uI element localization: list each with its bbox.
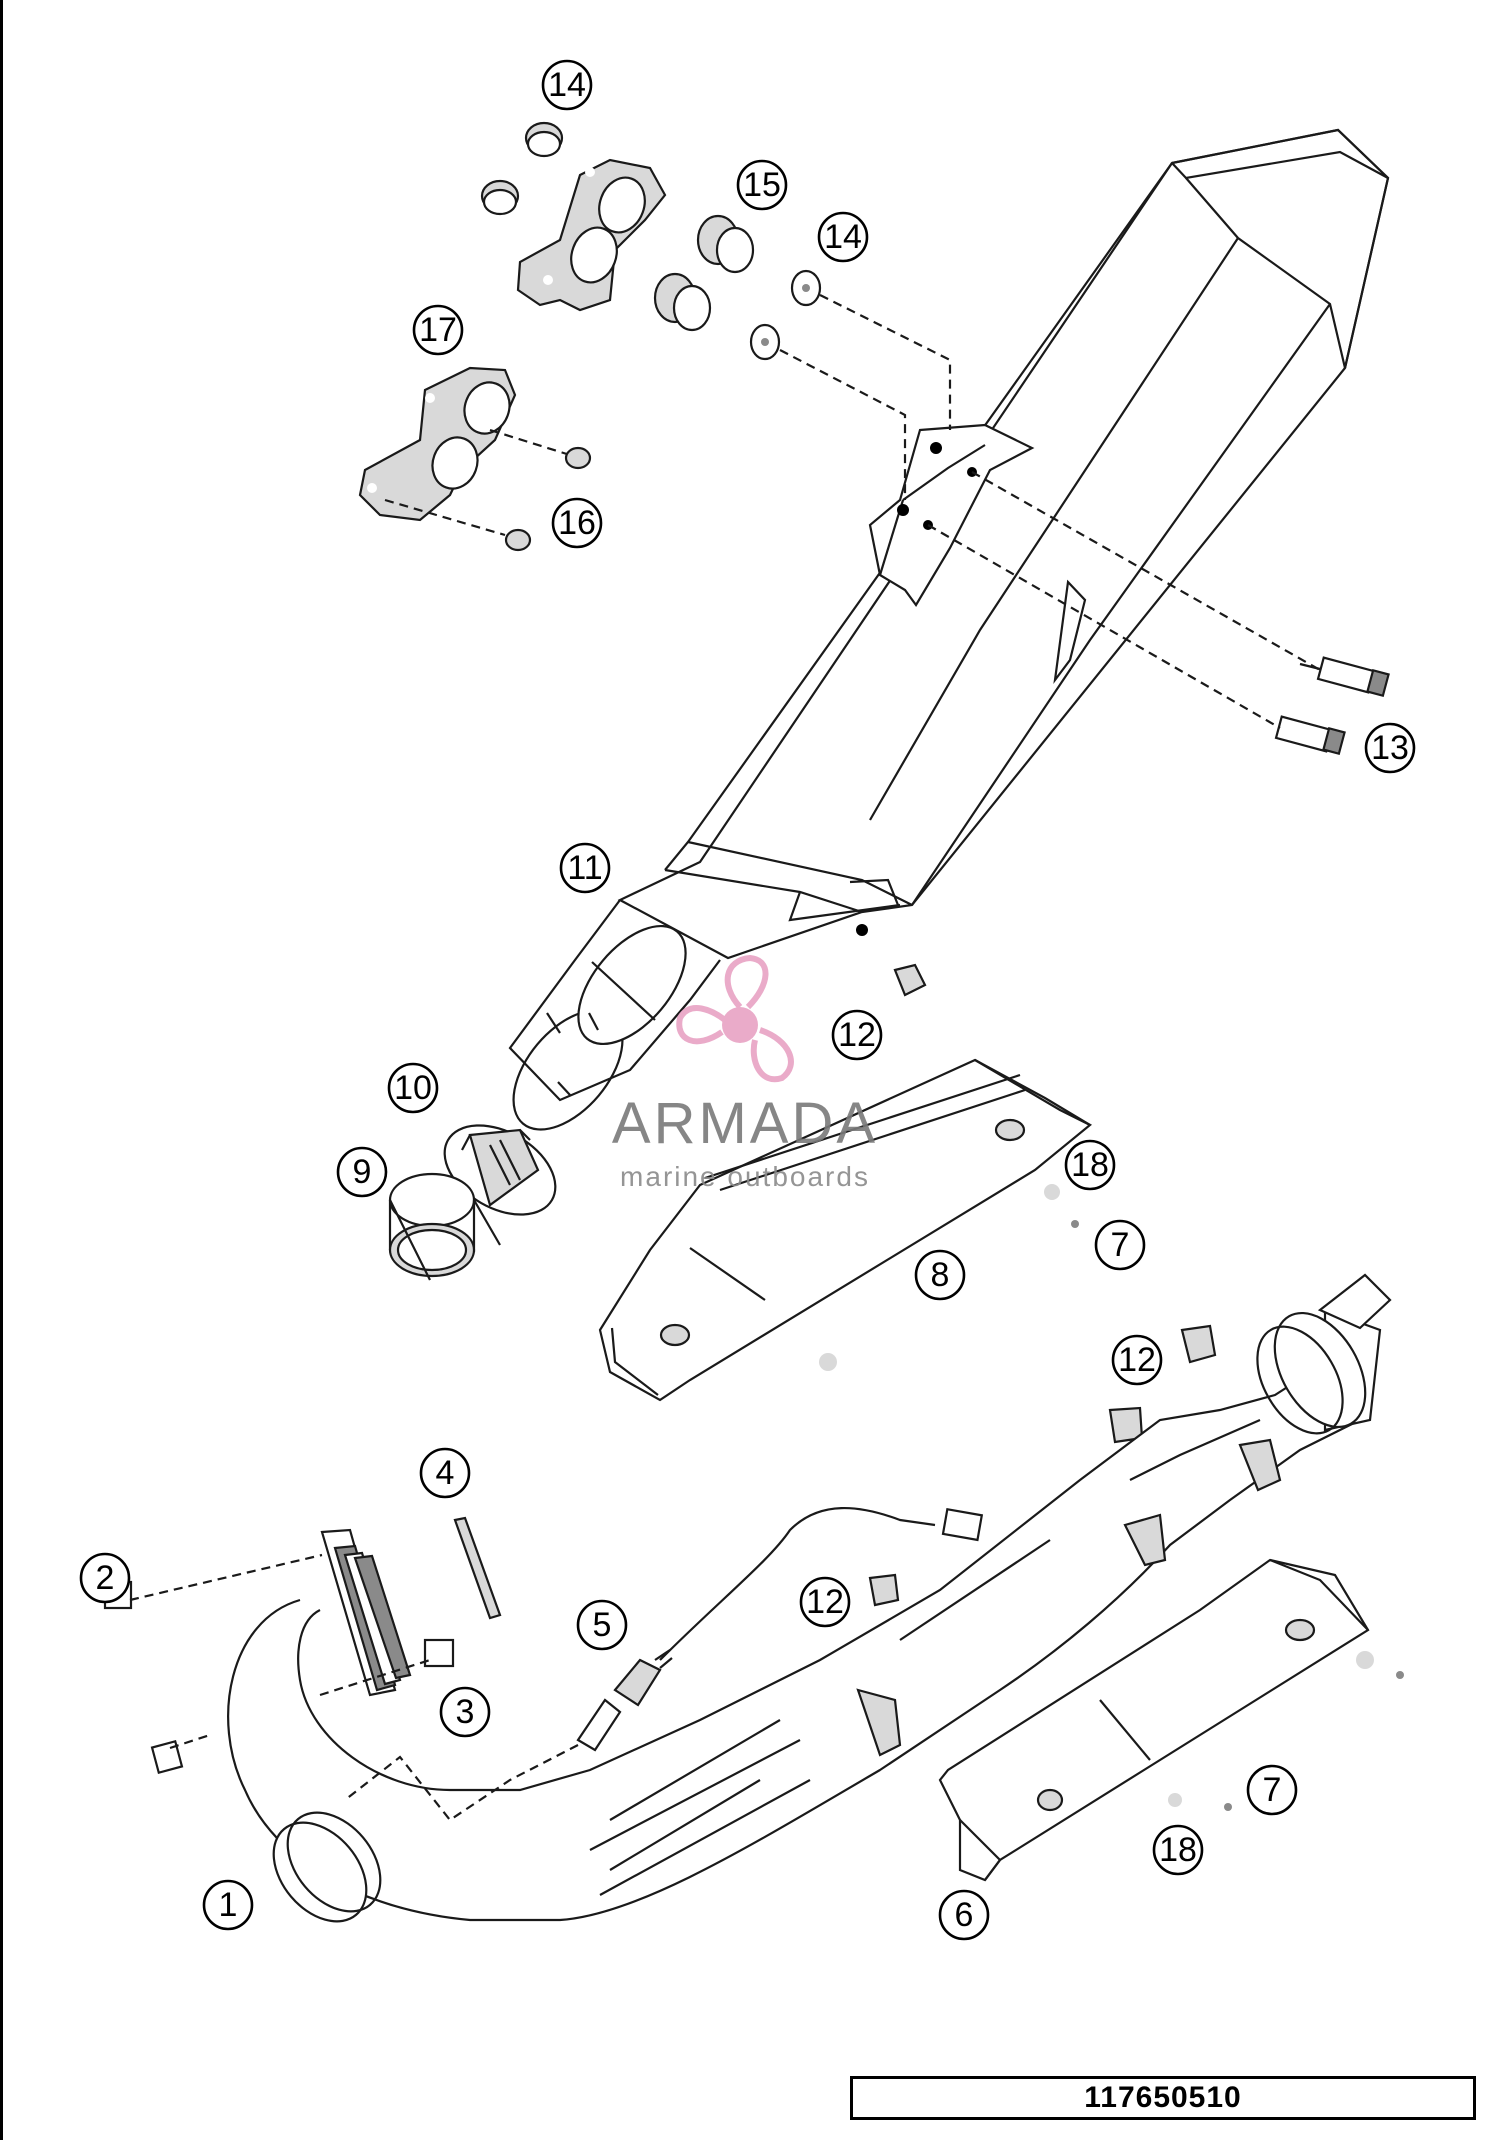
svg-text:18: 18	[1071, 1146, 1109, 1184]
svg-text:12: 12	[806, 1583, 844, 1621]
svg-text:3: 3	[456, 1693, 475, 1731]
callout-13: 13	[1364, 722, 1416, 774]
callout-5: 5	[576, 1599, 628, 1651]
callout-14-top: 14	[541, 59, 593, 111]
svg-text:18: 18	[1159, 1831, 1197, 1869]
callout-11: 11	[559, 842, 611, 894]
svg-text:14: 14	[548, 66, 586, 104]
svg-text:8: 8	[931, 1256, 950, 1294]
svg-text:9: 9	[353, 1153, 372, 1191]
heat-shield-part-8	[598, 1058, 1093, 1402]
bolts-part-13	[927, 471, 1390, 756]
document-number-box: 117650510	[850, 2076, 1476, 2120]
svg-text:10: 10	[394, 1069, 432, 1107]
callout-7-lower: 7	[1246, 1764, 1298, 1816]
callout-3: 3	[439, 1686, 491, 1738]
svg-text:16: 16	[558, 504, 596, 542]
svg-text:12: 12	[838, 1016, 876, 1054]
callout-12-top: 12	[831, 1009, 883, 1061]
svg-text:11: 11	[567, 849, 602, 887]
sensor-part-5	[344, 1507, 984, 1822]
callout-14-right: 14	[817, 211, 869, 263]
callout-9: 9	[336, 1146, 388, 1198]
callout-8: 8	[914, 1249, 966, 1301]
bracket-part-17	[358, 366, 592, 552]
callout-10: 10	[387, 1062, 439, 1114]
callout-layer: 1 2 3 4 5 6 7 7 8 9 10 11 12 12 12 13 14…	[79, 59, 1416, 1941]
svg-text:15: 15	[743, 166, 781, 204]
watermark-brand: ARMADA	[612, 1091, 878, 1156]
callout-12-mid: 12	[799, 1576, 851, 1628]
watermark-tagline: marine outboards	[620, 1161, 870, 1192]
silencer-part-11	[508, 128, 1390, 1131]
shield-hardware-18-7-lower	[1168, 1651, 1409, 1816]
svg-text:14: 14	[824, 218, 862, 256]
svg-text:6: 6	[955, 1896, 974, 1934]
callout-17: 17	[412, 304, 464, 356]
svg-text:13: 13	[1371, 729, 1409, 767]
header-pipe-part-1	[227, 1273, 1392, 1923]
armada-watermark: ARMADA marine outboards	[612, 954, 878, 1192]
svg-text:1: 1	[219, 1886, 238, 1924]
svg-text:7: 7	[1111, 1226, 1130, 1264]
svg-text:2: 2	[96, 1559, 115, 1597]
callout-15: 15	[736, 159, 788, 211]
callout-18-lower: 18	[1152, 1824, 1204, 1876]
callout-16: 16	[551, 497, 603, 549]
callout-6: 6	[938, 1889, 990, 1941]
shield-hardware-18-7-upper	[1044, 1184, 1084, 1233]
callout-7-upper: 7	[1094, 1219, 1146, 1271]
svg-text:7: 7	[1263, 1771, 1282, 1809]
callout-4: 4	[419, 1447, 471, 1499]
svg-text:17: 17	[419, 311, 457, 349]
callout-12-right: 12	[1111, 1334, 1163, 1386]
left-border-rule	[0, 0, 3, 2140]
document-number: 117650510	[1084, 2081, 1242, 2114]
flange-part-3	[103, 1528, 455, 1775]
svg-text:4: 4	[436, 1454, 455, 1492]
heat-shield-part-6	[938, 1558, 1370, 1882]
gasket-part-4	[453, 1516, 502, 1620]
callout-18-upper: 18	[1064, 1139, 1116, 1191]
callout-2: 2	[79, 1552, 131, 1604]
sleeve-part-9	[388, 1172, 501, 1281]
svg-text:12: 12	[1118, 1341, 1156, 1379]
propeller-logo-icon	[676, 954, 794, 1083]
svg-text:5: 5	[593, 1606, 612, 1644]
callout-1: 1	[202, 1879, 254, 1931]
bracket-part-15	[480, 121, 952, 500]
